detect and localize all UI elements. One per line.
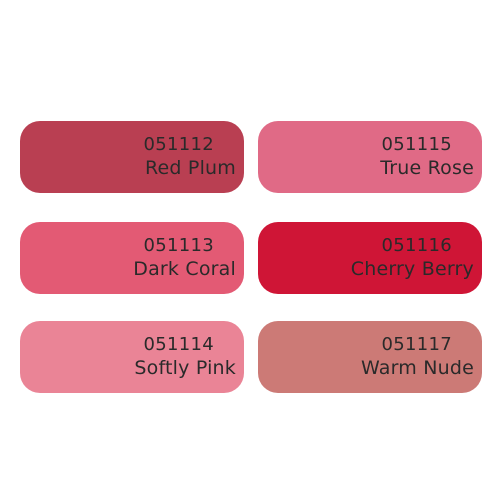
swatch-code: 051115: [381, 134, 452, 155]
swatch-name: Softly Pink: [134, 357, 236, 379]
swatch-name: True Rose: [380, 157, 474, 179]
swatch-code: 051116: [381, 235, 452, 256]
swatch-name: Red Plum: [144, 157, 236, 179]
swatch-red-plum: 051112 Red Plum: [20, 121, 244, 193]
swatch-name: Dark Coral: [133, 258, 236, 280]
swatch-cherry-berry: 051116 Cherry Berry: [258, 222, 482, 294]
swatch-true-rose: 051115 True Rose: [258, 121, 482, 193]
swatch-code: 051112: [143, 134, 214, 155]
swatch-warm-nude: 051117 Warm Nude: [258, 321, 482, 393]
swatch-softly-pink: 051114 Softly Pink: [20, 321, 244, 393]
swatch-name: Warm Nude: [360, 357, 474, 379]
swatch-name: Cherry Berry: [350, 258, 474, 280]
swatch-dark-coral: 051113 Dark Coral: [20, 222, 244, 294]
swatch-code: 051114: [143, 334, 214, 355]
swatch-code: 051117: [381, 334, 452, 355]
swatch-code: 051113: [143, 235, 214, 256]
